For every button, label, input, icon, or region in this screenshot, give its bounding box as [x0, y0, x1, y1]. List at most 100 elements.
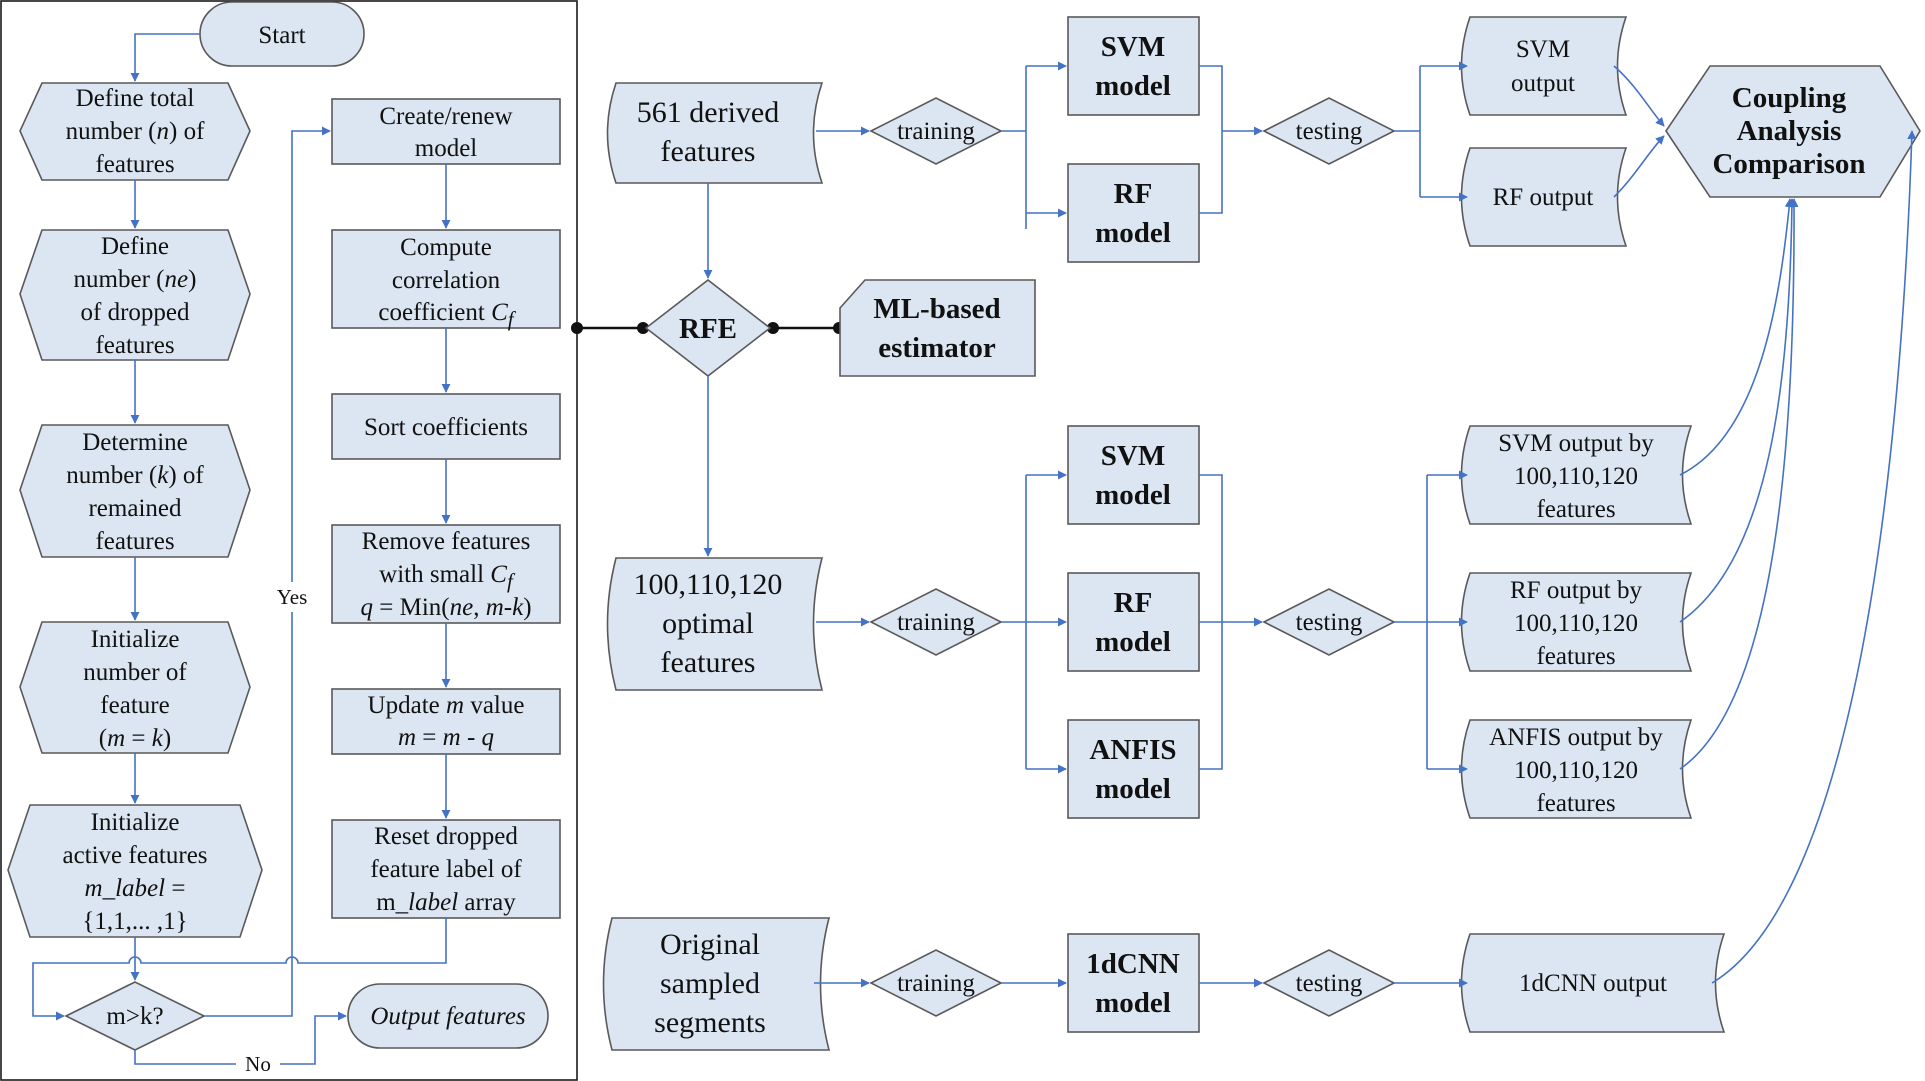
step-text: number (k) of — [66, 462, 204, 489]
determine-remained-features-step: Determine number (k) of remained feature… — [19, 424, 251, 558]
data-text: sampled — [660, 967, 760, 1000]
pipeline-connectors — [703, 61, 1917, 988]
step-text: features — [95, 151, 174, 178]
model-text: model — [1095, 479, 1171, 511]
output-text: SVM output by — [1498, 430, 1654, 457]
training-diamond-top: training — [869, 97, 1003, 165]
output-text: 100,110,120 — [1514, 757, 1638, 784]
step-text: m = m - q — [398, 724, 494, 751]
step-text: number (ne) — [74, 266, 197, 293]
step-text: q = Min(ne, m-k) — [360, 594, 531, 621]
step-text: number of — [83, 659, 187, 686]
testing-diamond-middle: testing — [1262, 588, 1396, 656]
decision-text: m>k? — [106, 1003, 163, 1030]
1dcnn-model: 1dCNN model — [1067, 933, 1200, 1033]
junction-dot — [767, 322, 779, 334]
step-text: correlation — [392, 267, 501, 294]
data-text: 561 derived — [637, 96, 779, 129]
svm-output-data: SVM output — [1460, 16, 1628, 116]
step-text: model — [415, 135, 478, 162]
step-text: of dropped — [81, 299, 190, 326]
model-text: model — [1095, 987, 1171, 1019]
step-text: Reset dropped — [374, 823, 518, 850]
model-text: RF — [1114, 178, 1153, 210]
step-text: features — [95, 528, 174, 555]
output-text: features — [1536, 643, 1615, 670]
rf-model-middle: RF model — [1067, 572, 1200, 672]
step-text: remained — [88, 495, 182, 522]
coupling-text: Coupling — [1732, 82, 1847, 114]
step-text: feature — [100, 692, 169, 719]
step-text: Sort coefficients — [364, 414, 528, 441]
step-text: m_label array — [376, 889, 516, 916]
svm-model-top: SVM model — [1067, 16, 1200, 116]
svm-model-middle: SVM model — [1067, 425, 1200, 525]
rfe-procedure-panel — [0, 0, 578, 1081]
output-text: 100,110,120 — [1514, 463, 1638, 490]
training-text: training — [897, 118, 975, 145]
data-text: features — [661, 135, 756, 168]
data-text: features — [661, 646, 756, 679]
rf-model-top: RF model — [1067, 163, 1200, 263]
create-renew-model-step: Create/renew model — [331, 98, 561, 165]
svm-output-by-data: SVM output by 100,110,120 features — [1460, 425, 1693, 525]
output-text: 100,110,120 — [1514, 610, 1638, 637]
output-text: Output features — [370, 1003, 525, 1030]
no-label-backdrop — [236, 1050, 280, 1078]
junction-dot — [637, 322, 649, 334]
step-text: Initialize — [91, 809, 180, 836]
output-text: ANFIS output by — [1489, 724, 1663, 751]
step-text: Initialize — [91, 626, 180, 653]
sort-coefficients-step: Sort coefficients — [331, 393, 561, 460]
define-total-features-step: Define total number (n) of features — [19, 82, 251, 181]
testing-text: testing — [1296, 609, 1363, 636]
model-text: model — [1095, 773, 1171, 805]
testing-diamond-bottom: testing — [1262, 949, 1396, 1017]
no-label: No — [245, 1052, 271, 1076]
output-text: features — [1536, 496, 1615, 523]
model-text: SVM — [1101, 31, 1165, 63]
step-text: Determine — [82, 429, 188, 456]
optimal-features-data: 100,110,120 optimal features — [606, 557, 824, 691]
define-dropped-features-step: Define number (ne) of dropped features — [19, 229, 251, 361]
estimator-text: ML-based — [873, 293, 1000, 325]
model-text: SVM — [1101, 440, 1165, 472]
output-text: RF output by — [1510, 577, 1642, 604]
step-text: Update m value — [368, 692, 525, 719]
model-text: model — [1095, 626, 1171, 658]
compute-correlation-step: Compute correlation coefficient Cf — [331, 229, 561, 331]
model-text: ANFIS — [1089, 734, 1176, 766]
testing-diamond-top: testing — [1262, 97, 1396, 165]
testing-text: testing — [1296, 118, 1363, 145]
training-diamond-middle: training — [869, 588, 1003, 656]
1dcnn-output-data: 1dCNN output — [1460, 933, 1726, 1033]
output-text: 1dCNN output — [1519, 970, 1667, 997]
output-text: SVM — [1516, 36, 1570, 63]
step-text: Remove features — [362, 528, 531, 555]
output-text: RF output — [1493, 184, 1594, 211]
original-segments-data: Original sampled segments — [602, 917, 831, 1051]
coupling-text: Analysis — [1737, 115, 1842, 147]
initialize-feature-number-step: Initialize number of feature (m = k) — [19, 621, 251, 754]
step-text: Compute — [400, 234, 492, 261]
step-text: number (n) of — [66, 118, 206, 145]
output-text: output — [1511, 70, 1575, 97]
data-text: optimal — [662, 607, 754, 640]
training-text: training — [897, 970, 975, 997]
condition-decision: m>k? — [64, 981, 206, 1051]
estimator-text: estimator — [878, 332, 996, 364]
step-text: m_label = — [85, 875, 186, 902]
model-text: 1dCNN — [1086, 948, 1180, 980]
output-text: features — [1536, 790, 1615, 817]
rf-output-by-data: RF output by 100,110,120 features — [1460, 572, 1693, 672]
training-text: training — [897, 609, 975, 636]
step-text: active features — [62, 842, 207, 869]
step-text: feature label of — [370, 856, 522, 883]
data-text: Original — [660, 928, 760, 961]
data-text: 100,110,120 — [634, 568, 783, 601]
step-text: with small Cf — [379, 561, 516, 593]
reset-dropped-labels-step: Reset dropped feature label of m_label a… — [331, 819, 561, 919]
step-text: Define — [101, 233, 169, 260]
rfe-label: RFE — [679, 313, 737, 345]
